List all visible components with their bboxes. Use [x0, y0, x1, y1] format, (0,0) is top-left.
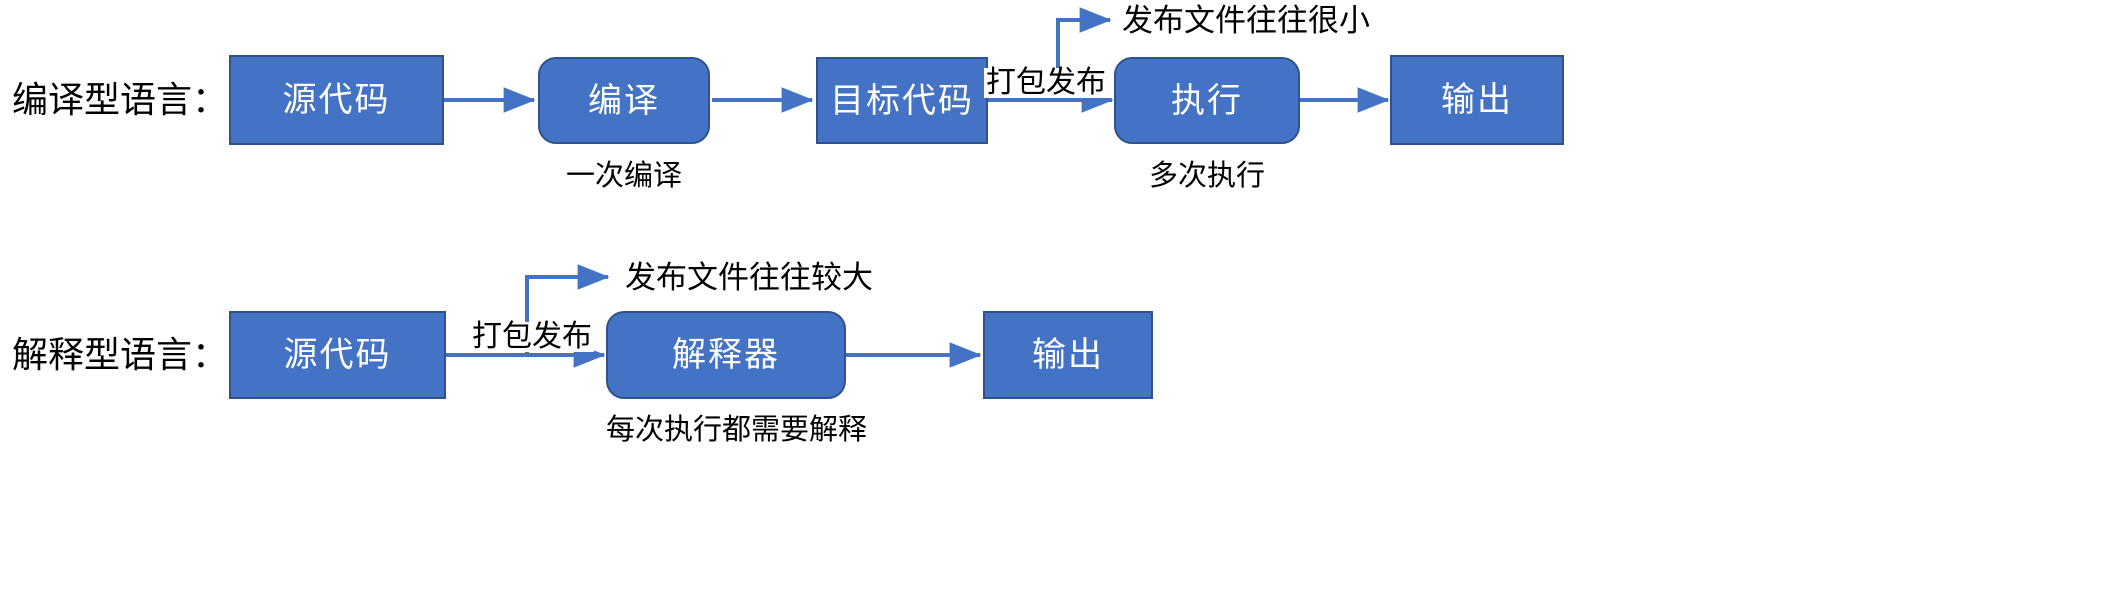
edge-label-interpreted-package-publish: 打包发布 — [470, 320, 594, 353]
node-compiled-compile[interactable]: 编译 — [538, 57, 710, 144]
node-interpreted-source[interactable]: 源代码 — [229, 311, 446, 399]
node-compiled-source[interactable]: 源代码 — [229, 55, 444, 145]
node-compiled-output[interactable]: 输出 — [1390, 55, 1564, 145]
node-compiled-target[interactable]: 目标代码 — [816, 57, 988, 144]
caption-interpret-every-run: 每次执行都需要解释 — [606, 414, 868, 446]
note-compiled-publish-size: 发布文件往往很小 — [1122, 3, 1370, 38]
caption-execute-many: 多次执行 — [1148, 160, 1265, 192]
node-interpreted-output[interactable]: 输出 — [983, 311, 1153, 399]
node-compiled-execute[interactable]: 执行 — [1114, 57, 1300, 144]
row-label-interpreted: 解释型语言： — [12, 334, 229, 375]
edge-label-compiled-package-publish: 打包发布 — [984, 66, 1108, 99]
node-interpreted-interpreter[interactable]: 解释器 — [606, 311, 846, 399]
row-label-compiled: 编译型语言： — [12, 79, 229, 120]
note-interpreted-publish-size: 发布文件往往较大 — [625, 260, 873, 295]
caption-compile-once: 一次编译 — [565, 160, 682, 192]
